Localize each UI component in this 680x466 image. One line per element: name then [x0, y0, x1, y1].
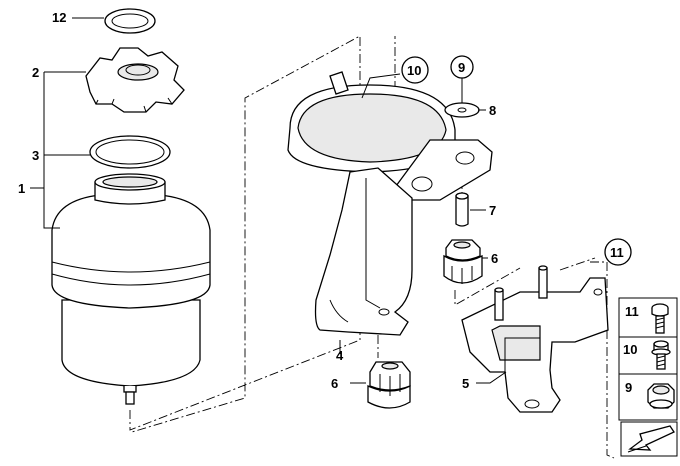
arrow-icon[interactable] [620, 421, 678, 457]
callout-10: 10 [407, 63, 421, 78]
flange-screw-icon [651, 340, 671, 370]
callout-2: 2 [32, 65, 39, 80]
rubber-mount-6-lower [367, 361, 411, 409]
leader-lines [30, 17, 507, 384]
callout-1: 1 [18, 181, 25, 196]
legend-label-9: 9 [625, 380, 632, 395]
callout-3: 3 [32, 148, 39, 163]
nut-icon [647, 383, 675, 409]
reservoir-holder-bracket [287, 71, 493, 336]
callout-5: 5 [462, 376, 469, 391]
callout-11-circle [604, 238, 632, 266]
callout-9-circle [450, 55, 474, 79]
callout-10-circle [401, 56, 429, 84]
callout-7: 7 [489, 203, 496, 218]
washer-8 [444, 102, 480, 118]
fastener-legend: 11 10 9 [618, 297, 678, 421]
callout-11: 11 [610, 245, 624, 260]
callout-4: 4 [336, 348, 344, 363]
oil-reservoir [51, 173, 211, 405]
support-bracket-5 [461, 265, 609, 413]
callout-6-upper: 6 [491, 251, 498, 266]
reservoir-cap [85, 47, 185, 113]
o-ring-12 [104, 8, 156, 34]
bolt-icon [651, 303, 669, 334]
rubber-mount-6-upper [443, 239, 483, 284]
callouts: 12 2 3 1 10 9 8 7 6 11 4 6 5 [18, 10, 632, 391]
callout-9-top: 9 [458, 60, 465, 75]
callout-8: 8 [489, 103, 496, 118]
sleeve-7 [455, 192, 469, 227]
callout-12: 12 [52, 10, 66, 25]
seal-ring-3 [89, 135, 171, 169]
legend-label-10: 10 [623, 342, 637, 357]
callout-6-lower: 6 [331, 376, 338, 391]
legend-label-11: 11 [625, 304, 639, 319]
